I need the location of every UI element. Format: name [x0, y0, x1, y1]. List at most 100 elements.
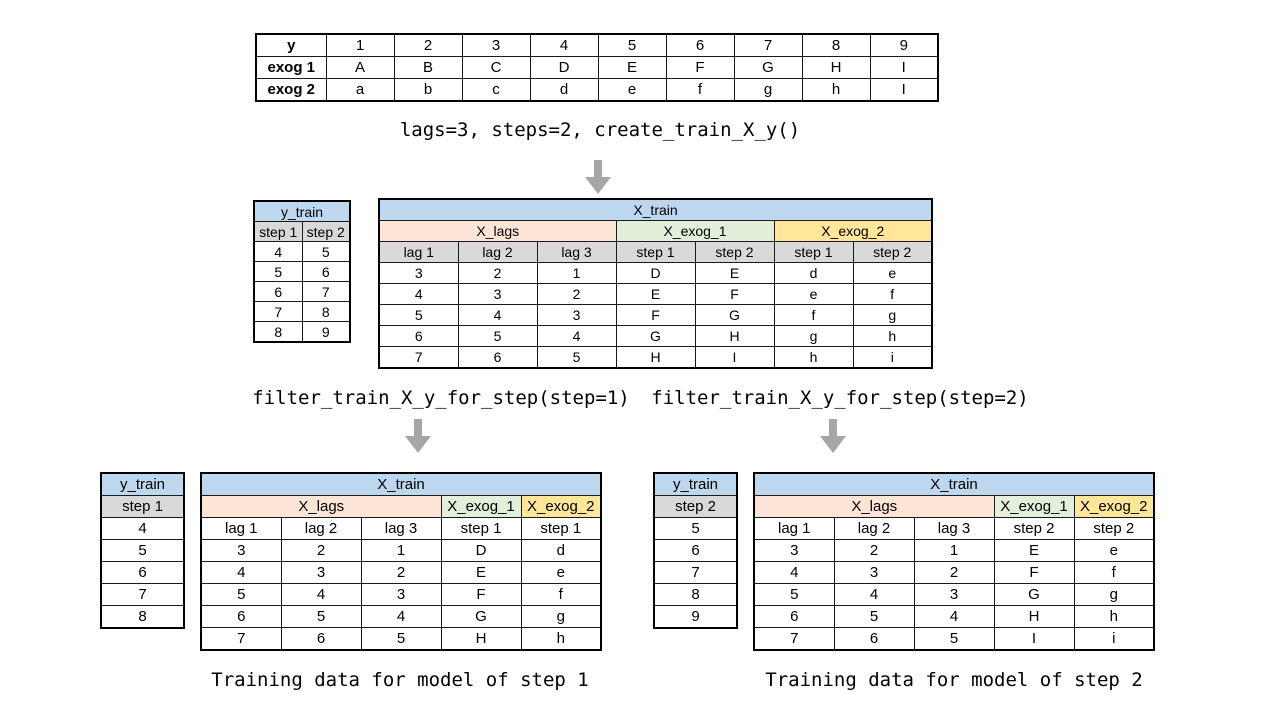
data-cell: 5: [753, 583, 835, 606]
data-cell: 2: [833, 539, 915, 562]
header-cell: lag 3: [360, 517, 442, 540]
caption-step1: Training data for model of step 1: [211, 669, 589, 691]
data-cell: 4: [913, 605, 995, 628]
data-cell: G: [440, 605, 522, 628]
data-cell: 3: [753, 539, 835, 562]
data-cell: f: [852, 283, 933, 305]
data-cell: 4: [529, 33, 599, 57]
data-cell: 2: [913, 561, 995, 584]
data-cell: 2: [360, 561, 442, 584]
step2-x-train-table: X_train X_lags X_exog_1 X_exog_2 lag 1 l…: [753, 472, 1155, 651]
data-cell: E: [694, 262, 775, 284]
data-cell: 4: [378, 283, 459, 305]
group-header-row: X_lags X_exog_1 X_exog_2: [378, 220, 933, 242]
data-cell: 2: [536, 283, 617, 305]
data-cell: 5: [653, 517, 738, 540]
table-row: 7 6 5 I i: [753, 627, 1155, 651]
table-row: 4 5: [253, 241, 351, 262]
data-cell: 7: [200, 627, 282, 651]
data-cell: g: [733, 78, 803, 102]
data-cell: 4: [457, 304, 538, 326]
header-cell: step 1: [520, 517, 602, 540]
header-cell: lag 2: [457, 241, 538, 263]
data-cell: H: [615, 346, 696, 369]
data-cell: i: [852, 346, 933, 369]
column-header-row: lag 1 lag 2 lag 3 step 2 step 2: [753, 517, 1155, 540]
table-row: 5 6: [253, 261, 351, 282]
data-cell: E: [615, 283, 696, 305]
data-cell: 8: [253, 321, 303, 343]
table-row: 8 9: [253, 321, 351, 343]
filter-step1-call-label: filter_train_X_y_for_step(step=1): [252, 387, 630, 409]
data-cell: 5: [536, 346, 617, 369]
data-cell: 5: [200, 583, 282, 606]
data-cell: 5: [301, 241, 351, 262]
data-cell: h: [1073, 605, 1155, 628]
data-cell: d: [520, 539, 602, 562]
header-cell: step 2: [653, 495, 738, 518]
data-cell: h: [773, 346, 854, 369]
table-row: 5: [100, 539, 185, 562]
data-cell: f: [773, 304, 854, 326]
data-cell: 4: [100, 517, 185, 540]
data-cell: e: [1073, 539, 1155, 562]
group-header-cell: X_exog_2: [773, 220, 933, 242]
group-header-row: X_lags X_exog_1 X_exog_2: [200, 495, 602, 518]
create-train-call-label: lags=3, steps=2, create_train_X_y(): [399, 119, 801, 141]
data-cell: 6: [280, 627, 362, 651]
group-header-cell: X_exog_1: [440, 495, 522, 518]
data-cell: 7: [301, 281, 351, 302]
data-cell: 8: [653, 583, 738, 606]
data-cell: c: [461, 78, 531, 102]
row-label-cell: exog 2: [255, 78, 327, 102]
data-cell: F: [993, 561, 1075, 584]
table-row: 4 3 2 F f: [753, 561, 1155, 584]
step1-y-train-table: y_train step 1 4 5 6 7 8: [100, 472, 185, 629]
table-title-cell: X_train: [200, 472, 602, 496]
group-header-cell: X_exog_2: [520, 495, 602, 518]
data-cell: I: [869, 78, 939, 102]
header-cell: step 2: [852, 241, 933, 263]
table-row: 8: [100, 605, 185, 629]
table-title-row: y_train: [653, 472, 738, 496]
table-title-cell: X_train: [378, 198, 933, 221]
header-cell: lag 1: [753, 517, 835, 540]
step2-y-train-table: y_train step 2 5 6 7 8 9: [653, 472, 738, 629]
data-cell: g: [773, 325, 854, 347]
data-cell: 4: [360, 605, 442, 628]
input-row-y: y 1 2 3 4 5 6 7 8 9: [255, 33, 939, 57]
data-cell: 9: [869, 33, 939, 57]
data-cell: 4: [253, 241, 303, 262]
data-cell: 3: [833, 561, 915, 584]
data-cell: E: [993, 539, 1075, 562]
table-title-cell: X_train: [753, 472, 1155, 496]
data-cell: E: [597, 56, 667, 79]
table-row: 7 6 5 H I h i: [378, 346, 933, 369]
data-cell: f: [1073, 561, 1155, 584]
header-cell: step 1: [100, 495, 185, 518]
data-cell: 9: [653, 605, 738, 629]
group-header-cell: X_lags: [378, 220, 617, 242]
table-row: 3 2 1 D d: [200, 539, 602, 562]
filter-step2-call-label: filter_train_X_y_for_step(step=2): [651, 387, 1029, 409]
data-cell: 1: [536, 262, 617, 284]
table-row: 8: [653, 583, 738, 606]
data-cell: h: [801, 78, 871, 102]
data-cell: 5: [833, 605, 915, 628]
data-cell: B: [393, 56, 463, 79]
header-cell: step 1: [773, 241, 854, 263]
data-cell: h: [852, 325, 933, 347]
data-cell: 5: [597, 33, 667, 57]
table-row: 4 3 2 E F e f: [378, 283, 933, 305]
header-cell: step 2: [993, 517, 1075, 540]
data-cell: D: [615, 262, 696, 284]
data-cell: H: [694, 325, 775, 347]
data-cell: G: [615, 325, 696, 347]
table-title-cell: y_train: [100, 472, 185, 496]
down-arrow-shape: [585, 160, 611, 194]
data-cell: 5: [253, 261, 303, 282]
data-cell: 6: [378, 325, 459, 347]
row-label-cell: exog 1: [255, 56, 327, 79]
group-header-row: X_lags X_exog_1 X_exog_2: [753, 495, 1155, 518]
table-title-cell: y_train: [253, 200, 351, 222]
